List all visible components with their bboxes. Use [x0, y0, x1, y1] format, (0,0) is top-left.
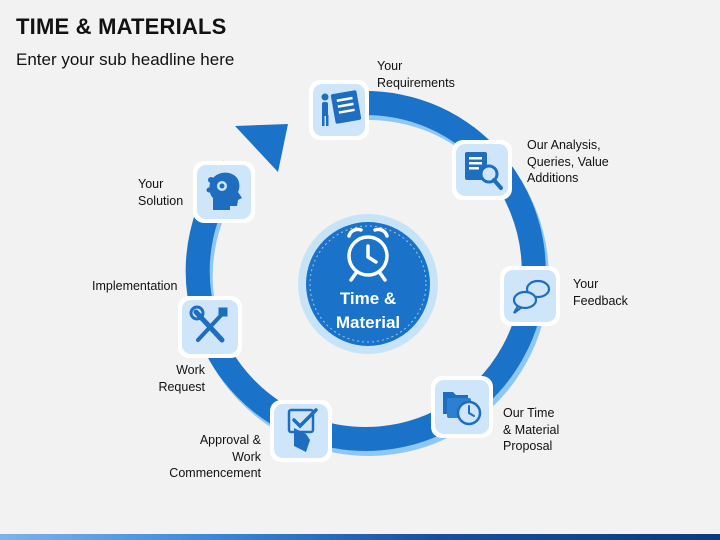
- center-label-line1: Time &: [340, 289, 396, 308]
- step-tile-feedback: [500, 266, 560, 326]
- alarm-clock-icon: [347, 227, 389, 282]
- folder-clock-icon: [443, 392, 482, 426]
- step-label-implementation: Implementation: [92, 279, 178, 293]
- step-tile-approval: [270, 400, 332, 462]
- step-tile-requirements: [309, 80, 369, 140]
- page-title: TIME & MATERIALS: [16, 14, 227, 39]
- cycle-arrow-head: [235, 124, 288, 172]
- step-tile-work-request: [178, 296, 242, 358]
- step-tile-analysis: [452, 140, 512, 200]
- step-tile-solution: [193, 161, 255, 223]
- center-badge: Time & Material: [298, 214, 438, 354]
- chat-bubbles-icon: [512, 279, 551, 314]
- requirements-checklist-icon: [321, 90, 362, 126]
- footer-gradient-bar: [0, 534, 720, 540]
- center-label-line2: Material: [336, 313, 400, 332]
- tools-icon: [189, 305, 228, 343]
- gear-head-icon: [206, 172, 242, 210]
- checkbox-hand-icon: [287, 408, 318, 452]
- step-tile-proposal: [431, 376, 493, 438]
- page-subtitle: Enter your sub headline here: [16, 50, 235, 69]
- document-search-icon: [465, 152, 503, 190]
